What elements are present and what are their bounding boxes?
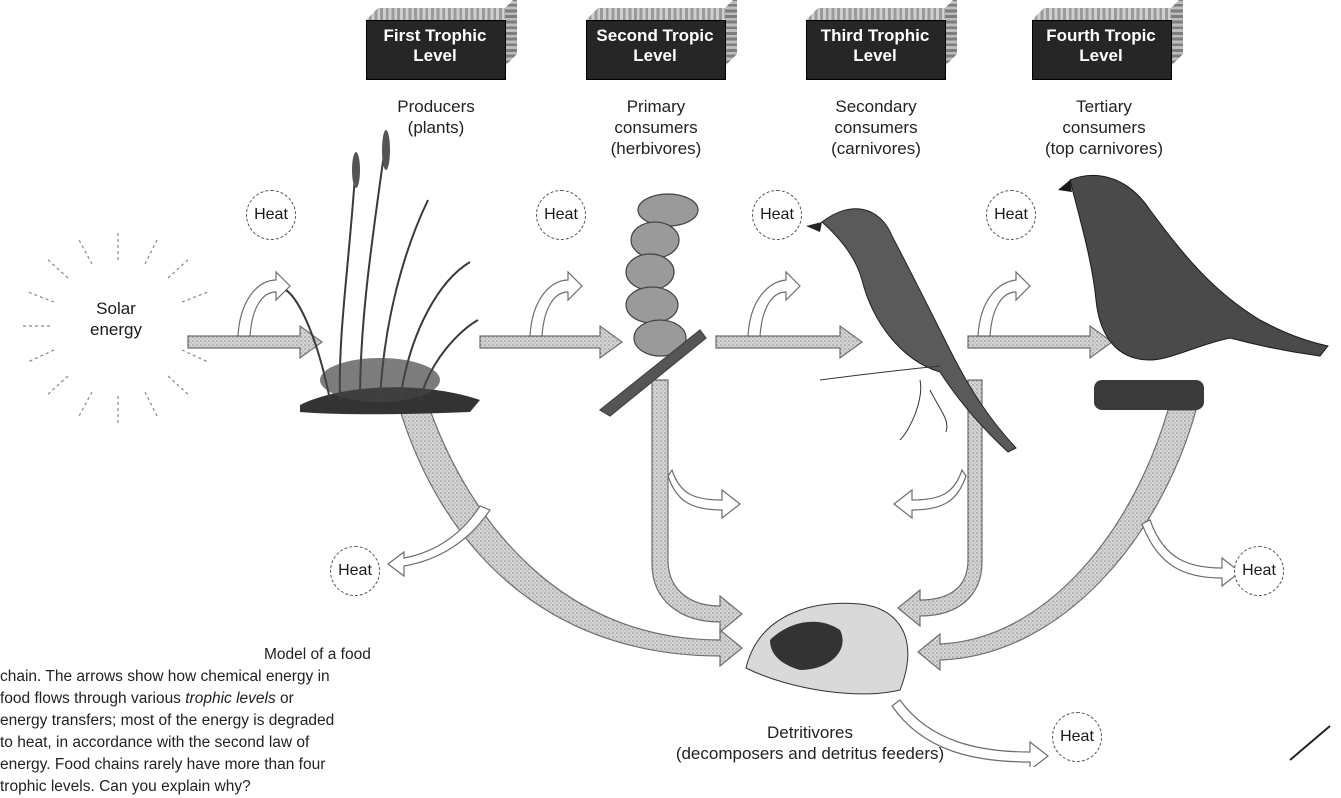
- heat-bubble-4: Heat: [986, 190, 1036, 240]
- heat-bubble-5: Heat: [330, 546, 380, 596]
- plant-illustration: [286, 130, 480, 414]
- trophic-level-1-subtitle: Level: [366, 46, 504, 66]
- decorative-slash: [1290, 726, 1330, 760]
- heat-bubble-2: Heat: [536, 190, 586, 240]
- caption-line-4: energy transfers; most of the energy is …: [0, 710, 500, 732]
- figure-caption: Model of a food chain. The arrows show h…: [146, 644, 506, 798]
- detritivore-illustration: [746, 603, 908, 694]
- caption-line-7: trophic levels. Can you explain why?: [0, 776, 500, 798]
- heat-bubble-6: Heat: [1234, 546, 1284, 596]
- caption-line-5: to heat, in accordance with the second l…: [0, 732, 500, 754]
- trophic-level-2-title: Second Tropic: [586, 26, 724, 46]
- trophic-level-3-subtitle: Level: [806, 46, 944, 66]
- trophic-level-3-title: Third Trophic: [806, 26, 944, 46]
- caption-line-2: chain. The arrows show how chemical ener…: [0, 666, 500, 688]
- heat-bubble-1: Heat: [246, 190, 296, 240]
- caption-line-3: food flows through various trophic level…: [0, 688, 500, 710]
- trophic-level-1-title: First Trophic: [366, 26, 504, 46]
- primary-consumers-caption: Primary consumers (herbivores): [586, 96, 726, 159]
- hawk-illustration: [1058, 175, 1328, 410]
- detritivores-caption: Detritivores (decomposers and detritus f…: [620, 722, 1000, 764]
- caption-line-6: energy. Food chains rarely have more tha…: [0, 754, 500, 776]
- secondary-consumers-caption: Secondary consumers (carnivores): [806, 96, 946, 159]
- heat-bubble-3: Heat: [752, 190, 802, 240]
- tertiary-consumers-caption: Tertiary consumers (top carnivores): [1024, 96, 1184, 159]
- solar-energy-label: Solar energy: [66, 298, 166, 340]
- trophic-level-2-subtitle: Level: [586, 46, 724, 66]
- heat-bubble-7: Heat: [1052, 712, 1102, 762]
- producers-caption: Producers (plants): [366, 96, 506, 138]
- caption-line-1: Model of a food: [146, 644, 506, 666]
- trophic-level-4-subtitle: Level: [1032, 46, 1170, 66]
- trophic-level-4-title: Fourth Tropic: [1032, 26, 1170, 46]
